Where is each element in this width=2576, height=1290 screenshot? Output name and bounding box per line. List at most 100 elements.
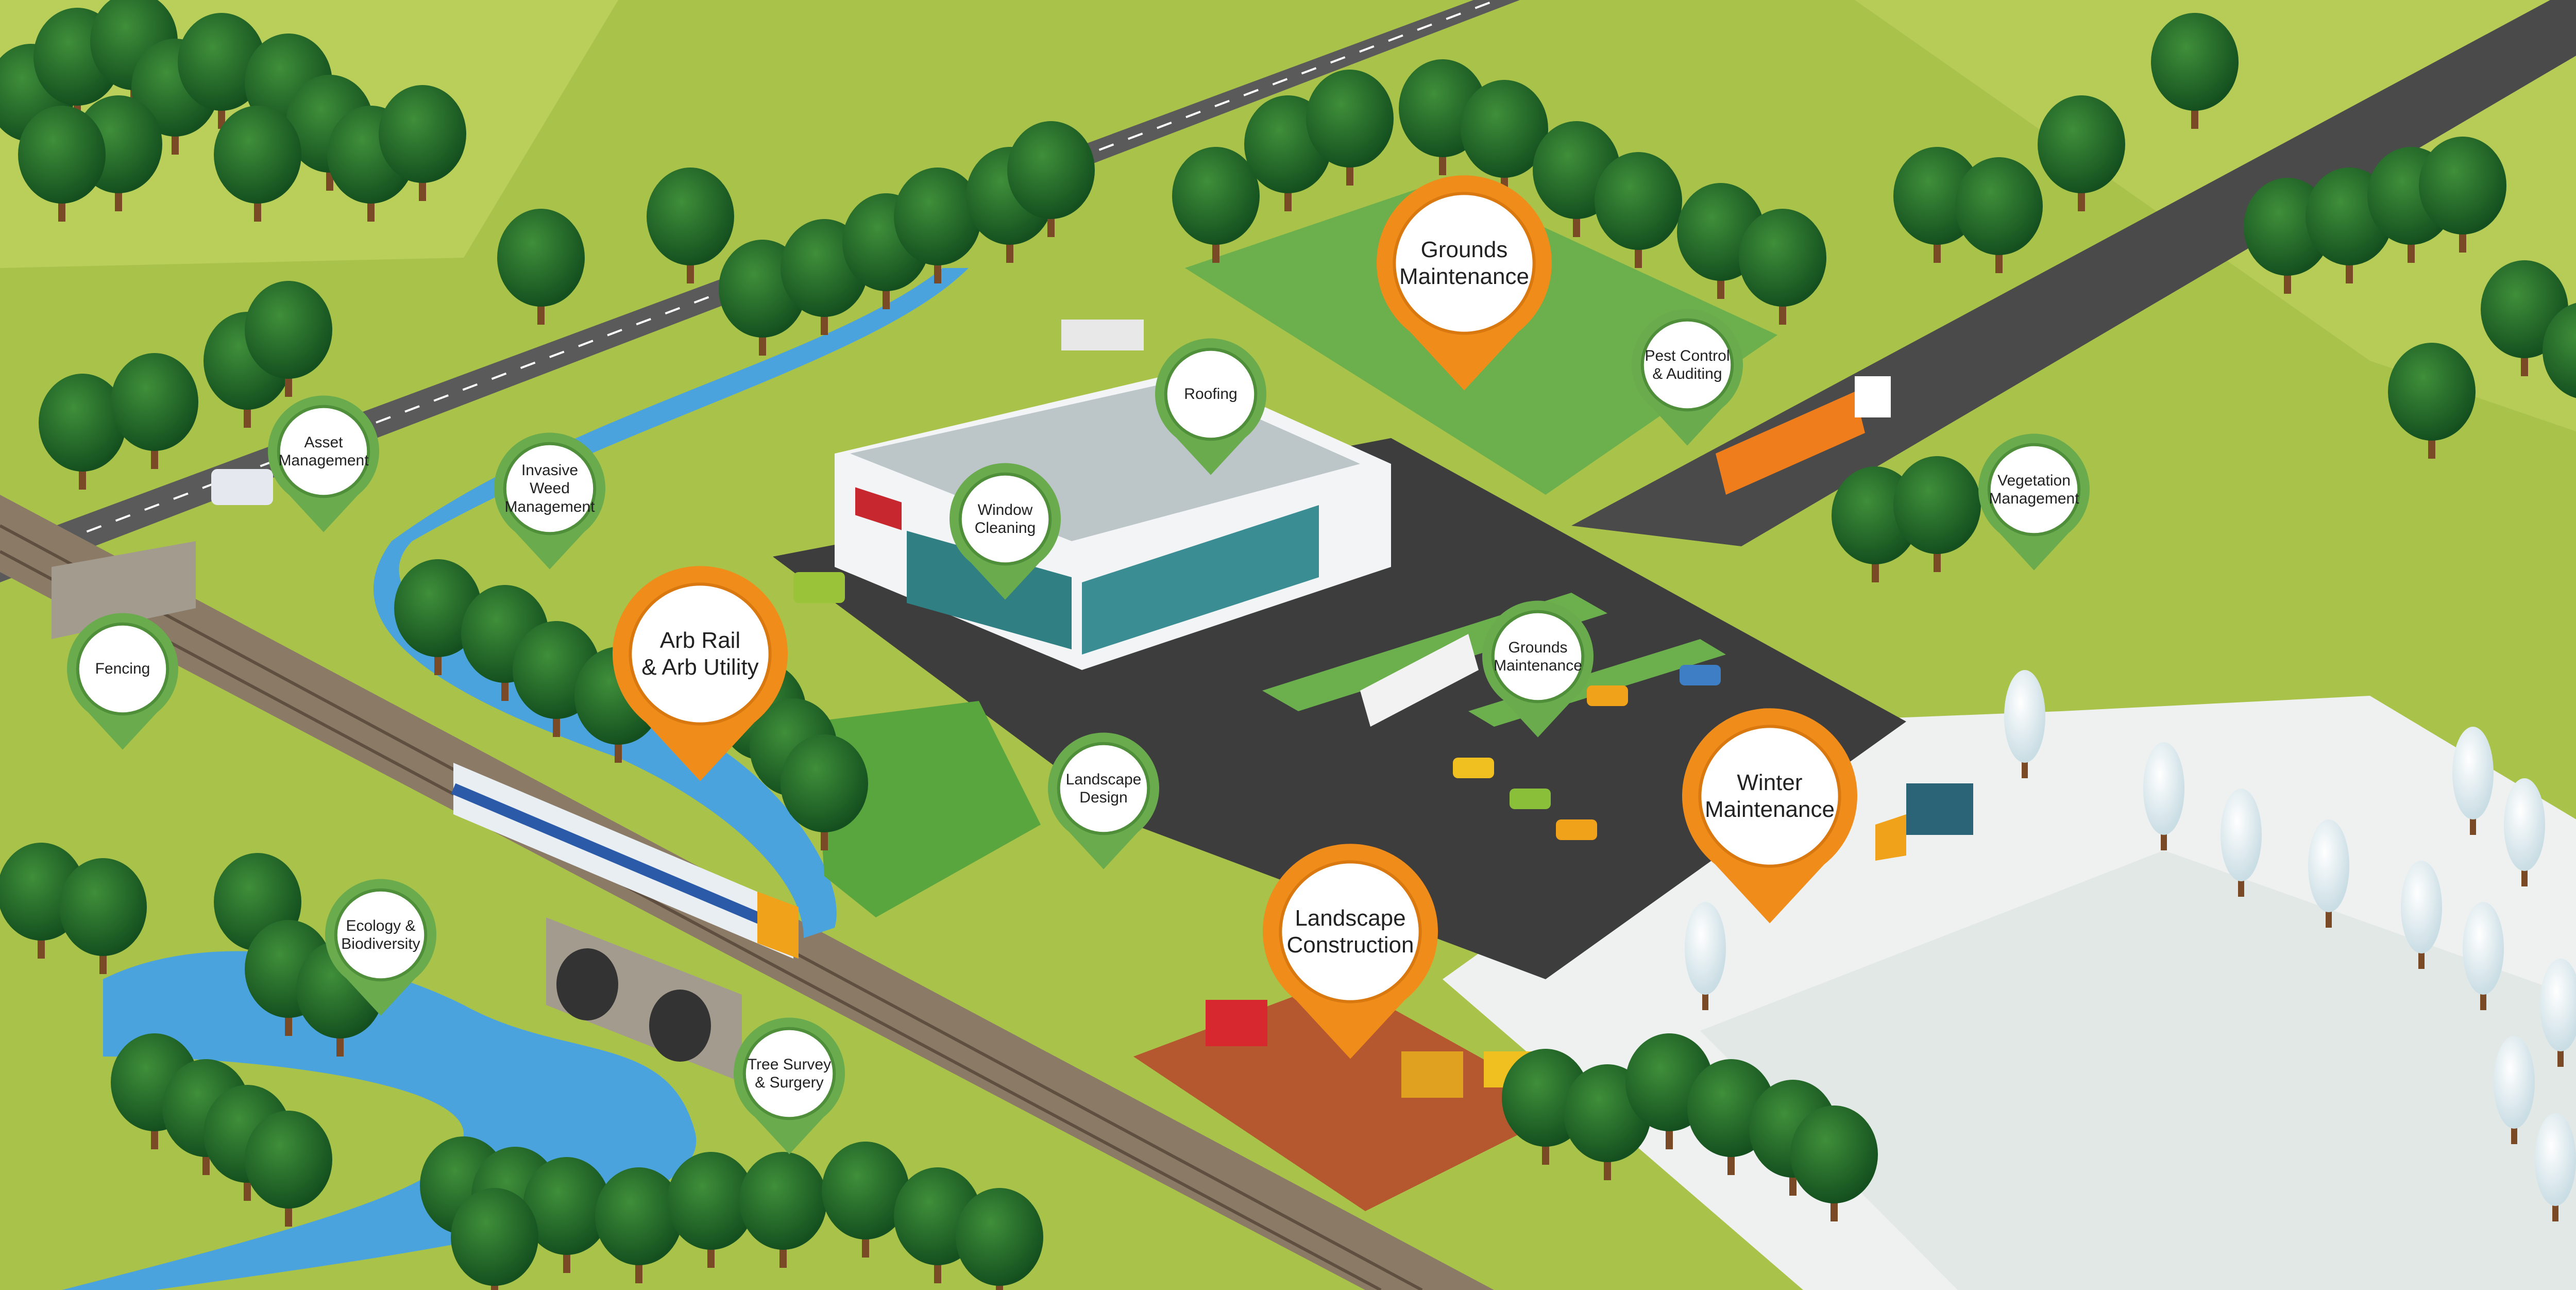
pin-pest-control-auditing[interactable]: Pest Control & Auditing [1632, 309, 1743, 446]
pin-label: Landscape Construction [1286, 906, 1414, 958]
tree [2419, 137, 2506, 253]
pin-label: Grounds Maintenance [1494, 639, 1582, 674]
map-pin-icon [268, 395, 379, 532]
tree [2388, 343, 2476, 459]
pin-face [1701, 728, 1838, 865]
pin-face [79, 625, 166, 713]
bridge [546, 917, 742, 1082]
tree [111, 353, 198, 469]
pin-window-cleaning[interactable]: Window Cleaning [950, 463, 1061, 600]
snowy-tree [1685, 902, 1726, 1010]
pin-label: Grounds Maintenance [1399, 237, 1529, 289]
pin-fencing[interactable]: Fencing [67, 613, 178, 750]
tree [2151, 13, 2239, 129]
map-pin-icon [1682, 708, 1857, 924]
tree [595, 1167, 683, 1283]
pin-asset-management[interactable]: Asset Management [268, 395, 379, 532]
pin-face [632, 585, 769, 723]
pin-winter-maintenance[interactable]: Winter Maintenance [1682, 708, 1857, 924]
pin-label: Asset Management [278, 433, 369, 469]
tree [523, 1157, 611, 1273]
pin-vegetation-management[interactable]: Vegetation Management [1978, 433, 2090, 571]
tree [1595, 152, 1682, 268]
pin-face [1060, 745, 1147, 832]
snowy-tree [2401, 861, 2442, 969]
tree [59, 858, 147, 974]
pin-roofing[interactable]: Roofing [1155, 338, 1266, 475]
tree [394, 559, 482, 675]
map-pin-icon [494, 432, 605, 569]
tree [1172, 147, 1260, 263]
tanker-truck [1716, 376, 1891, 495]
pin-label: Invasive Weed Management [504, 461, 595, 515]
pin-ecology-biodiversity[interactable]: Ecology & Biodiversity [325, 879, 436, 1016]
tree [822, 1142, 909, 1258]
pin-label: Landscape Design [1065, 770, 1142, 806]
map-pin-icon [1155, 338, 1266, 475]
pin-label: Vegetation Management [1989, 472, 2079, 507]
tree [956, 1188, 1043, 1290]
pin-arb-rail-arb-utility[interactable]: Arb Rail & Arb Utility [613, 566, 788, 781]
tree [894, 167, 981, 283]
pin-label: Pest Control & Auditing [1645, 347, 1730, 382]
snowy-tree [2504, 778, 2545, 886]
pin-label: Window Cleaning [974, 501, 1036, 537]
pin-face [961, 475, 1049, 563]
pin-landscape-design[interactable]: Landscape Design [1048, 732, 1159, 869]
pin-tree-survey-surgery[interactable]: Tree Survey & Surgery [734, 1017, 845, 1154]
pin-face [1167, 350, 1255, 438]
pin-invasive-weed-management[interactable]: Invasive Weed Management [494, 432, 605, 569]
rail-track-b [0, 550, 1382, 1290]
pin-face [1396, 195, 1533, 332]
snowy-tree [2463, 902, 2504, 1010]
pin-label: Arb Rail & Arb Utility [641, 628, 759, 680]
tree [497, 209, 585, 325]
pin-label: Roofing [1184, 386, 1238, 403]
tree [2038, 95, 2125, 211]
pin-face [1282, 863, 1419, 1000]
tree [1893, 456, 1981, 572]
tree [245, 281, 332, 397]
tree [18, 106, 106, 222]
tree [1739, 209, 1826, 325]
snow-plough [1875, 783, 1973, 861]
meadow [814, 701, 1041, 917]
tree [1955, 157, 2043, 273]
white-truck [1360, 634, 1479, 727]
pin-face [506, 445, 594, 532]
map-pin-icon [1263, 844, 1438, 1059]
stream [374, 268, 969, 938]
snowy-tree [2494, 1036, 2535, 1144]
snowy-tree [2308, 819, 2349, 928]
tree [1306, 70, 1394, 186]
snowy-tree [2540, 959, 2576, 1067]
snowy-tree [2004, 670, 2045, 778]
tree [1007, 121, 1095, 237]
tree [451, 1188, 538, 1290]
tree [781, 734, 868, 850]
snow-field-shade [1700, 850, 2576, 1290]
pin-label: Winter Maintenance [1705, 770, 1835, 822]
map-pin-icon [1482, 600, 1594, 738]
snowy-tree [2143, 742, 2184, 850]
pin-landscape-construction[interactable]: Landscape Construction [1263, 844, 1438, 1059]
tree [2543, 303, 2576, 398]
map-pin-icon [1048, 732, 1159, 869]
train [451, 763, 799, 959]
cars [211, 469, 1721, 840]
map-pin-icon [950, 463, 1061, 600]
pin-grounds-maintenance-mid[interactable]: Grounds Maintenance [1482, 600, 1594, 738]
tree [647, 167, 734, 283]
top-road-line [0, 0, 1497, 565]
map-pin-icon [734, 1017, 845, 1154]
snowy-tree [2221, 789, 2262, 897]
pin-face [1643, 321, 1731, 409]
map-pin-icon [613, 566, 788, 781]
pin-label: Fencing [95, 660, 150, 678]
pin-grounds-maintenance-top[interactable]: Grounds Maintenance [1377, 175, 1552, 391]
pin-face [280, 408, 367, 495]
map-pin-icon [1978, 433, 2090, 571]
